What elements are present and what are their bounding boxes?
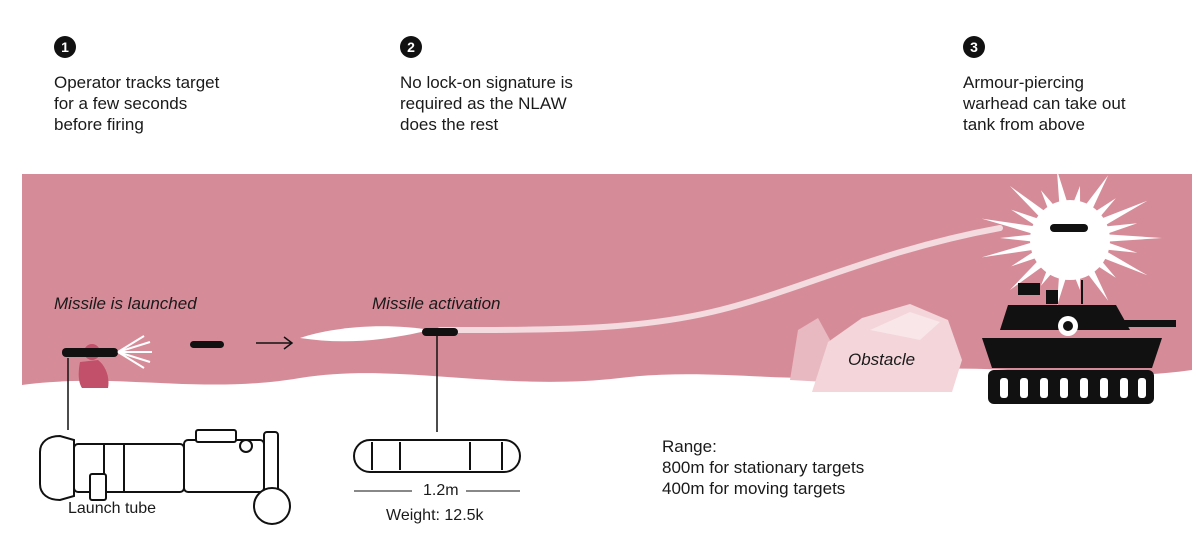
label-range: Range: 800m for stationary targets 400m … xyxy=(662,437,865,498)
missile-activated xyxy=(422,328,458,336)
step-1-text: Operator tracks target for a few seconds… xyxy=(54,73,220,134)
launch-flame xyxy=(300,326,430,342)
arrow-icon xyxy=(256,336,294,350)
step-1-number: 1 xyxy=(54,36,76,58)
launcher-on-shoulder xyxy=(62,348,118,357)
muzzle-blast xyxy=(117,335,152,369)
label-missile-activation: Missile activation xyxy=(372,294,501,313)
explosion-burst xyxy=(981,169,1162,307)
trajectory-trail xyxy=(437,225,1003,333)
launch-tube-drawing xyxy=(39,429,291,525)
step-3: 3 Armour-piercing warhead can take out t… xyxy=(963,36,1126,135)
missile-drawing xyxy=(353,439,521,473)
label-length: 1.2m xyxy=(423,482,459,499)
tank-icon xyxy=(982,280,1176,404)
step-2: 2 No lock-on signature is required as th… xyxy=(400,36,573,135)
step-3-text: Armour-piercing warhead can take out tan… xyxy=(963,73,1126,134)
label-weight: Weight: 12.5k xyxy=(386,507,484,524)
obstacle-rocks xyxy=(790,304,962,392)
label-launch-tube: Launch tube xyxy=(68,500,157,517)
step-2-text: No lock-on signature is required as the … xyxy=(400,73,573,134)
step-3-number: 3 xyxy=(963,36,985,58)
step-1: 1 Operator tracks target for a few secon… xyxy=(54,36,219,135)
step-2-number: 2 xyxy=(400,36,422,58)
label-obstacle: Obstacle xyxy=(848,350,916,369)
missile-at-target xyxy=(1050,224,1088,232)
missile-in-flight xyxy=(190,341,224,348)
label-missile-launched: Missile is launched xyxy=(54,294,197,313)
